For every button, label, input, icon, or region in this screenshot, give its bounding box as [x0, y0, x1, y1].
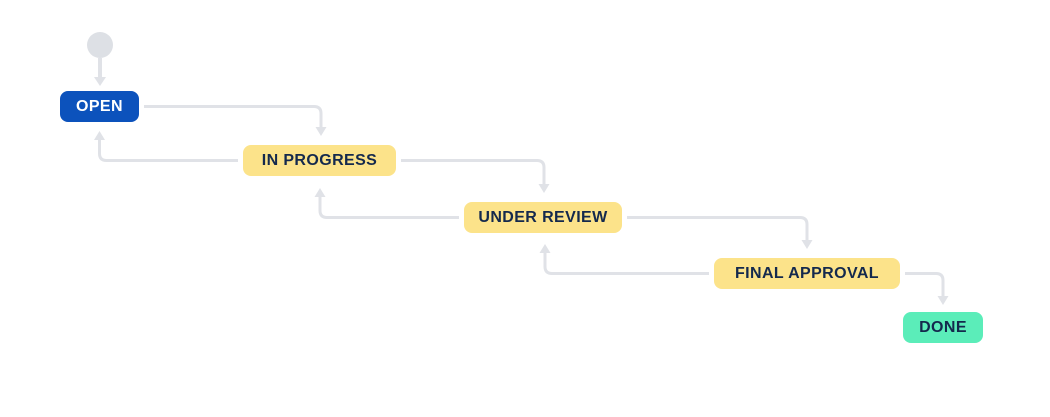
status-node-under-review[interactable]: UNDER REVIEW [464, 202, 622, 233]
transition-line [401, 159, 546, 184]
transition-final-approval-to-done [905, 272, 949, 305]
arrowhead-up-icon [94, 131, 105, 140]
transition-line [318, 197, 459, 219]
transition-under-review-to-final-approval [627, 216, 813, 249]
arrowhead-up-icon [539, 244, 551, 253]
transition-line [144, 105, 323, 127]
transition-line [905, 272, 945, 296]
status-node-done[interactable]: DONE [903, 312, 983, 343]
transition-under-review-to-in-progress [314, 188, 459, 219]
transition-line [98, 140, 238, 162]
arrowhead-down-icon [937, 296, 949, 305]
arrowhead-up-icon [314, 188, 326, 197]
transition-final-approval-to-under-review [539, 244, 709, 275]
arrowhead-down-icon [801, 240, 813, 249]
transition-line [627, 216, 809, 240]
arrowhead-down-icon [315, 127, 327, 136]
status-node-final-approval[interactable]: FINAL APPROVAL [714, 258, 900, 289]
start-node-circle [87, 32, 113, 58]
arrowhead-down-icon [94, 77, 106, 86]
transition-in-progress-to-under-review [401, 159, 550, 193]
transition-open-to-in-progress [144, 105, 327, 136]
transition-line [543, 253, 709, 275]
transition-start-to-open [94, 58, 106, 86]
status-node-open[interactable]: OPEN [60, 91, 139, 122]
status-node-in-progress[interactable]: IN PROGRESS [243, 145, 396, 176]
transition-in-progress-to-open [94, 131, 238, 162]
arrowhead-down-icon [538, 184, 550, 193]
